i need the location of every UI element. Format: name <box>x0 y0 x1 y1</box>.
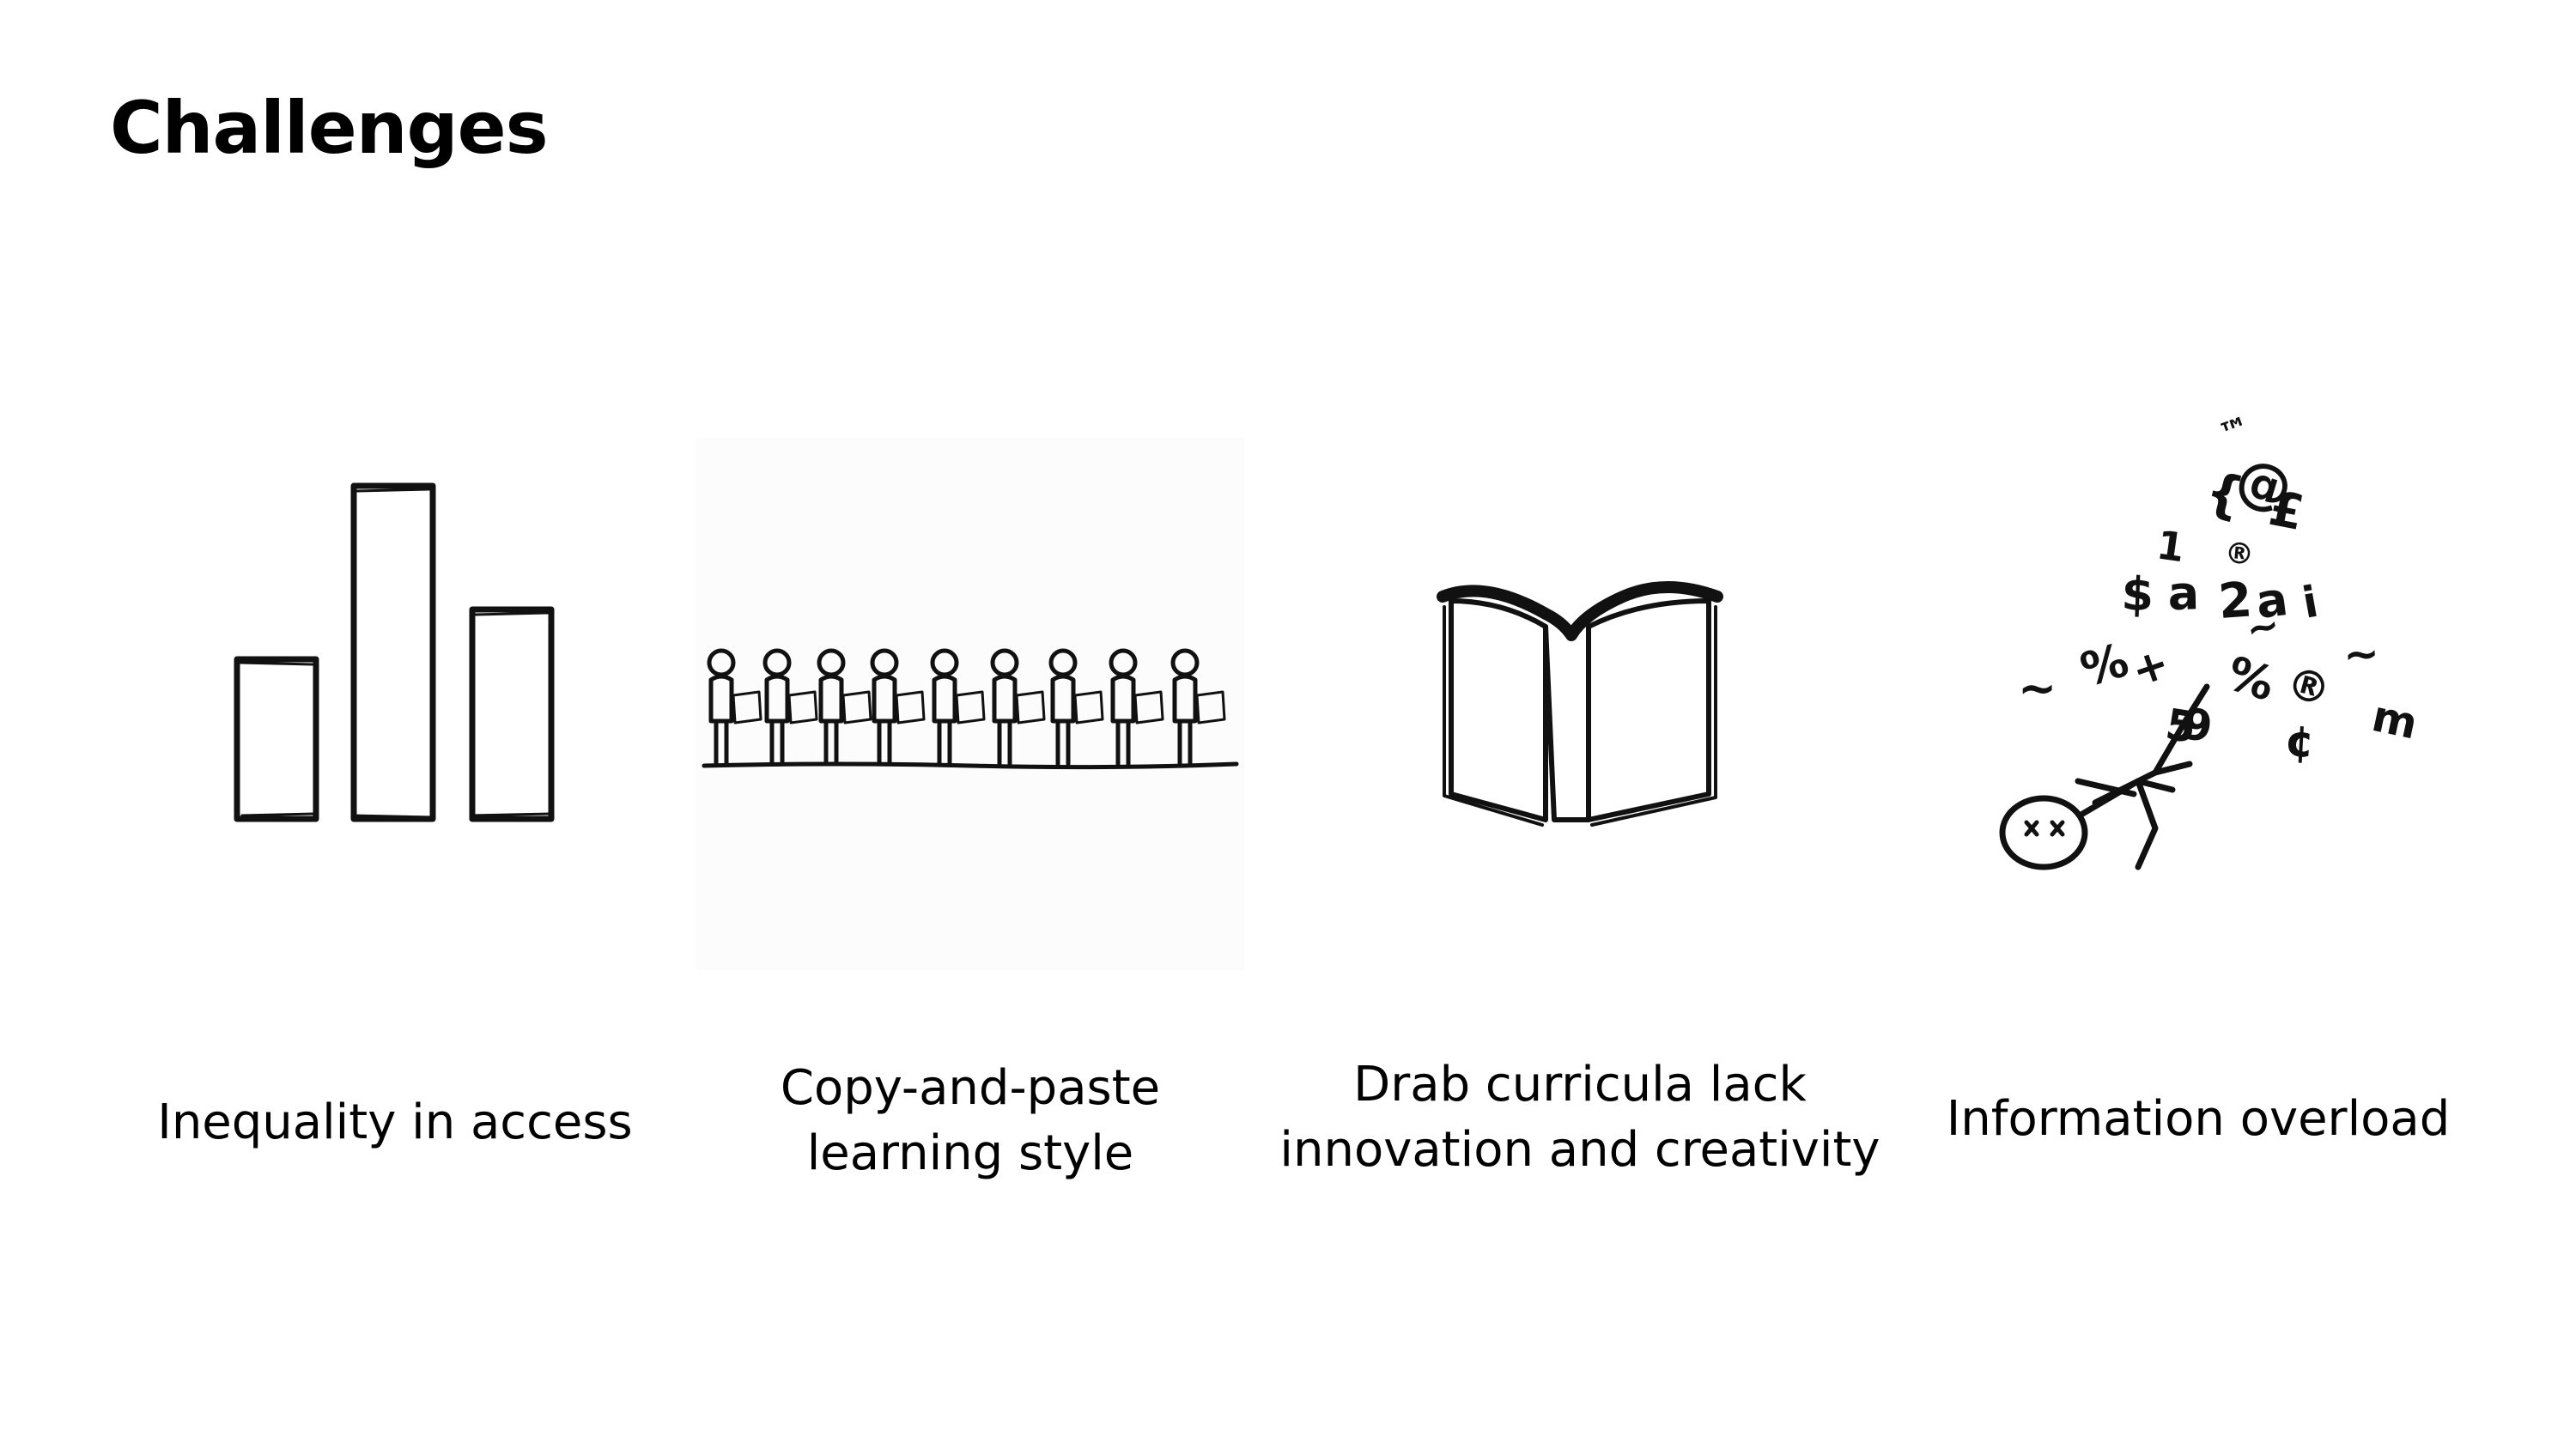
student-figure <box>1170 648 1226 767</box>
student-figure <box>990 648 1046 767</box>
bar-chart-icon <box>223 472 567 833</box>
overload-symbol: a <box>2167 566 2200 621</box>
overload-symbol: ~ <box>2018 661 2057 715</box>
student-figure <box>762 648 818 767</box>
overload-symbol: ¢ <box>2283 716 2316 767</box>
overload-symbol: + <box>2125 638 2176 696</box>
student-figure <box>870 648 926 767</box>
overload-symbol: a <box>2253 572 2291 629</box>
overload-symbol: 1 <box>2154 521 2187 571</box>
caption-information-overload: Information overload <box>1946 1091 2451 1147</box>
overload-symbol: ® <box>2281 658 2336 717</box>
student-figure <box>817 648 872 767</box>
students-in-line-icon <box>696 438 1245 970</box>
caption-drab-curricula: Drab curricula lack innovation and creat… <box>1279 1057 1880 1178</box>
overload-symbol: i <box>2299 577 2322 628</box>
overload-symbol: 2 <box>2216 572 2253 630</box>
overload-symbol: ~ <box>2342 628 2381 680</box>
caption-inequality-in-access: Inequality in access <box>157 1094 633 1150</box>
student-figure <box>1109 648 1164 767</box>
caption-copy-and-paste-learning: Copy-and-paste learning style <box>780 1060 1161 1181</box>
slide-title: Challenges <box>110 86 549 170</box>
overload-symbol: ® <box>2223 536 2255 573</box>
open-book-icon <box>1425 562 1735 837</box>
student-figure <box>930 648 986 767</box>
overload-symbol: % <box>2075 633 2134 697</box>
overload-symbol: $ <box>2121 567 2155 621</box>
overload-symbol: % <box>2221 646 2281 712</box>
overload-symbol: { <box>2199 461 2249 528</box>
overload-symbol: m <box>2368 691 2422 749</box>
student-figure <box>1048 648 1104 767</box>
student-figure <box>707 648 762 767</box>
